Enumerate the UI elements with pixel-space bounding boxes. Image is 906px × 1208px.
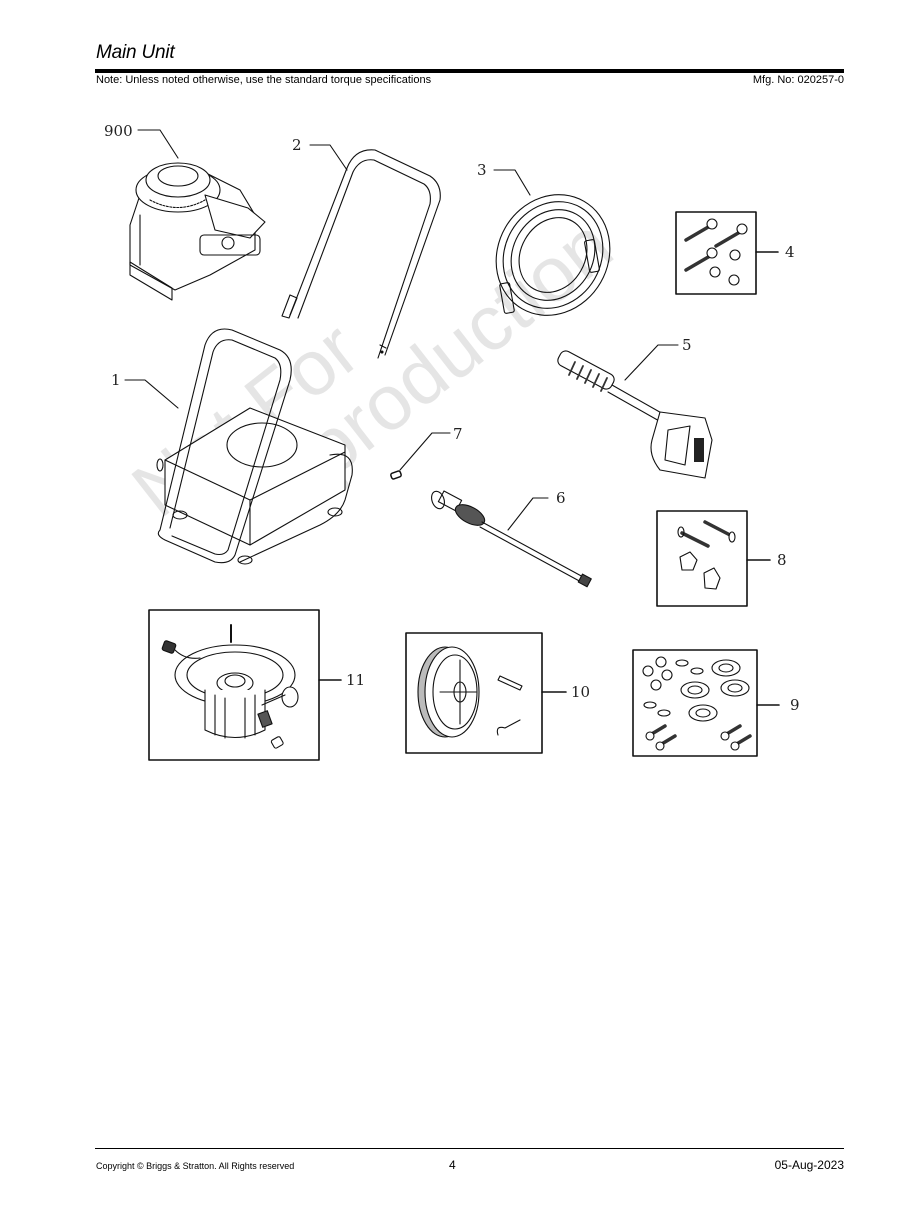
spray-gun-illustration (557, 344, 713, 479)
spray-wand-illustration (431, 490, 592, 588)
callout-10: 10 (571, 683, 591, 701)
callout-2: 2 (292, 136, 302, 154)
callout-8: 8 (777, 551, 787, 569)
copyright: Copyright © Briggs & Stratton. All Right… (96, 1161, 295, 1171)
callout-4: 4 (785, 243, 795, 261)
mfg-number: Mfg. No: 020257-0 (752, 74, 844, 86)
torque-note: Note: Unless noted otherwise, use the st… (96, 74, 432, 86)
callout-3: 3 (477, 161, 487, 179)
callout-5: 5 (682, 336, 692, 354)
isolator-kit-illustration (632, 649, 780, 757)
hose-illustration (493, 169, 611, 316)
callout-7: 7 (453, 425, 463, 443)
callout-6: 6 (556, 489, 566, 507)
callout-1: 1 (111, 371, 121, 389)
callout-9: 9 (790, 696, 800, 714)
upper-handle-illustration (281, 144, 441, 359)
callout-11: 11 (346, 671, 366, 689)
page-title: Main Unit (96, 42, 175, 63)
header-rule (95, 69, 844, 73)
handle-hardware-kit-illustration (675, 211, 779, 295)
callout-900: 900 (104, 122, 133, 140)
handle-knob-kit-illustration (656, 510, 771, 607)
engine-illustration (129, 129, 266, 301)
wheel-kit-illustration (405, 632, 567, 754)
page-number: 4 (449, 1158, 456, 1172)
pump-illustration (148, 609, 342, 761)
nozzle-illustration (390, 432, 451, 480)
document-date: 05-Aug-2023 (774, 1158, 844, 1172)
frame-illustration (124, 328, 353, 565)
footer-rule (95, 1148, 844, 1149)
